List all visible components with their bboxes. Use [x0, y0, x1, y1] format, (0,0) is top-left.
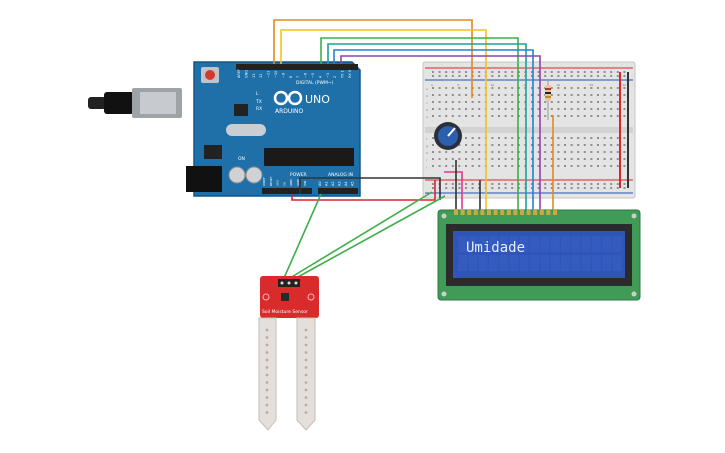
- power-pin-label: GND: [289, 178, 293, 186]
- wire-purple: [340, 55, 541, 212]
- wire-red-power: [291, 180, 436, 201]
- wires: [273, 19, 554, 279]
- analog-pin-label: A3: [338, 181, 342, 186]
- breadboard-column-letter: e: [426, 115, 428, 119]
- breadboard-column-letter: d: [426, 108, 428, 112]
- analog-pin-label: A5: [351, 181, 355, 186]
- digital-pin-label: ~10: [274, 71, 278, 78]
- on-label: ON: [238, 156, 245, 162]
- arduino-logo: [273, 90, 303, 106]
- digital-pin-label: GND: [244, 70, 248, 78]
- sensor-probe-dots: [265, 328, 308, 414]
- wire-teal: [327, 43, 527, 212]
- power-pin-label: 3V3: [276, 180, 280, 186]
- arduino-brand: ARDUINO: [275, 108, 304, 115]
- atmega-chip: [264, 148, 354, 166]
- breadboard-column-letter: j: [425, 165, 427, 169]
- lcd-cells: [458, 236, 622, 271]
- wire-sensor-gnd: [295, 195, 446, 279]
- breadboard-column-letter: b: [426, 94, 428, 98]
- digital-pin-label: TX 1: [341, 70, 345, 79]
- lcd-display[interactable]: Umidade: [437, 209, 641, 301]
- breadboard-column-letter: f: [426, 137, 428, 141]
- power-pin-label: GND: [296, 178, 300, 186]
- arduino-model: UNO: [305, 93, 330, 106]
- digital-pin-label: 2: [333, 76, 337, 78]
- digital-pin-label: ~6: [304, 73, 308, 78]
- breadboard-column-letter: i: [426, 158, 427, 162]
- analog-pin-label: A0: [318, 181, 322, 186]
- digital-pin-label: ~3: [326, 73, 330, 78]
- analog-pin-label: A1: [325, 181, 329, 186]
- digital-pin-label: RX 0: [348, 70, 352, 78]
- breadboard-column-letter: h: [426, 151, 428, 155]
- breadboard-holes: [432, 71, 626, 189]
- wire-yellow: [280, 29, 487, 212]
- resistor[interactable]: [545, 80, 551, 120]
- power-header[interactable]: [262, 188, 312, 194]
- wire-sensor-signal: [283, 193, 322, 279]
- tx-label: TX: [255, 99, 262, 105]
- power-pin-label: IOREF: [262, 177, 266, 186]
- digital-pin-label: 4: [318, 75, 322, 78]
- analog-pin-label: A4: [344, 181, 348, 186]
- breadboard-row-number: 25: [589, 83, 593, 87]
- digital-label: DIGITAL (PWM~): [296, 80, 334, 86]
- wire-green: [320, 37, 519, 212]
- breadboard-column-letter: c: [426, 101, 428, 105]
- digital-pin-label: 13: [252, 74, 256, 78]
- breadboard-row-number: 10: [490, 83, 494, 87]
- usb-cable: [88, 88, 182, 118]
- power-pin-label: VIN: [303, 181, 307, 186]
- power-label: POWER: [290, 172, 307, 178]
- digital-pin-label: ~9: [281, 73, 285, 78]
- wire-sensor-vcc: [289, 191, 433, 279]
- digital-pin-label: AREF: [237, 69, 241, 78]
- lcd-pins: [454, 209, 557, 215]
- breadboard-row-number: 5: [457, 83, 459, 87]
- digital-pin-label: 8: [289, 76, 293, 78]
- digital-pin-label: ~11: [267, 71, 271, 78]
- soil-moisture-sensor[interactable]: Soil Moisture Sensor: [258, 276, 319, 431]
- lcd-text: Umidade: [466, 240, 525, 256]
- breadboard-column-letter: a: [426, 87, 428, 91]
- arduino-uno-board[interactable]: ARDUINO UNO DIGITAL (PWM~) ANALOG IN POW…: [186, 61, 361, 197]
- power-pin-label: RESET: [269, 176, 273, 186]
- breadboard-row-number: 30: [622, 83, 626, 87]
- breadboard-row-number: 1: [431, 83, 433, 87]
- digital-header[interactable]: [236, 64, 358, 70]
- breadboard-row-number: 20: [556, 83, 560, 87]
- digital-pin-label: 7: [296, 76, 300, 78]
- wire-orange: [273, 19, 473, 98]
- analog-label: ANALOG IN: [328, 172, 353, 178]
- rx-label: RX: [256, 106, 262, 112]
- analog-header[interactable]: [318, 188, 358, 194]
- sensor-label: Soil Moisture Sensor: [262, 309, 308, 315]
- wire-pink: [444, 171, 463, 212]
- power-jack: [186, 166, 222, 192]
- potentiometer[interactable]: [434, 122, 462, 150]
- digital-pin-label: ~5: [311, 73, 315, 78]
- breadboard-column-letter: g: [426, 144, 428, 148]
- power-pin-label: 5V: [282, 181, 286, 186]
- digital-pin-label: 12: [259, 74, 263, 78]
- analog-pin-label: A2: [331, 181, 335, 186]
- wire-black-gnd: [299, 177, 441, 200]
- wire-blue: [333, 49, 534, 212]
- l-label: L: [256, 91, 259, 97]
